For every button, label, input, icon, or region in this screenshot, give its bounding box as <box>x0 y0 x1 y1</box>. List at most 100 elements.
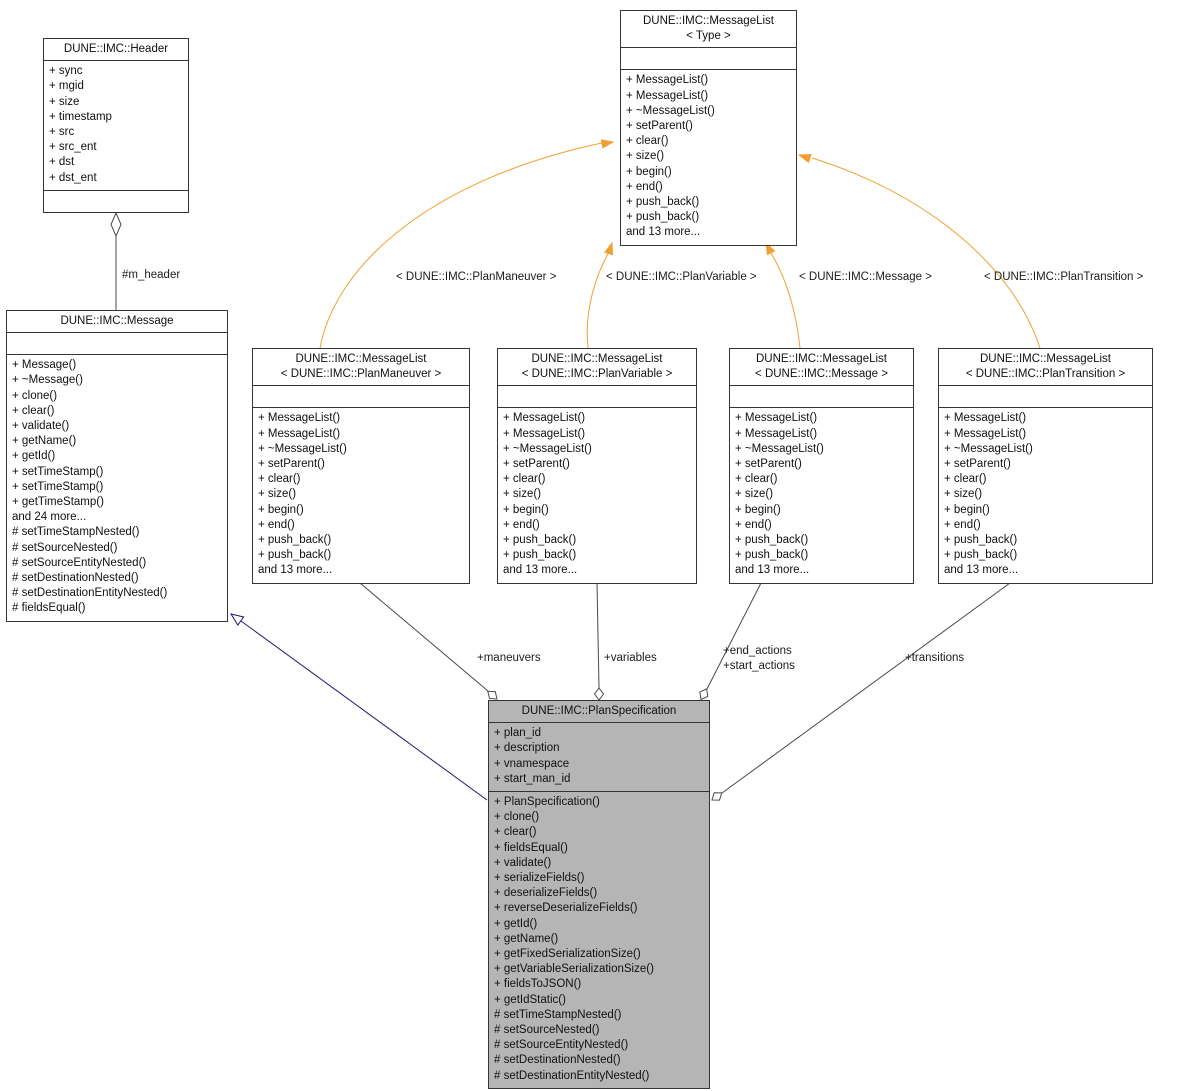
member: + clear() <box>12 404 55 417</box>
member: + MessageList() <box>626 74 709 87</box>
member: + timestamp <box>49 110 112 123</box>
member: + setParent() <box>258 458 325 471</box>
member: # setSourceEntityNested() <box>12 556 147 569</box>
class-title-line: DUNE::IMC::MessageList <box>531 353 663 365</box>
class-title-line: DUNE::IMC::PlanSpecification <box>521 705 677 717</box>
attributes-section <box>730 385 913 407</box>
label-end-actions: +end_actions <box>723 645 792 657</box>
member: + begin() <box>944 503 990 516</box>
member: + size() <box>626 150 665 163</box>
member: + clear() <box>503 473 546 486</box>
member: + MessageList() <box>944 412 1027 425</box>
member: # setSourceEntityNested() <box>494 1039 629 1052</box>
member: + getFixedSerializationSize() <box>494 948 641 961</box>
member: + serializeFields() <box>494 872 585 885</box>
edge-transitions <box>721 582 1011 794</box>
class-title-line: DUNE::IMC::MessageList <box>295 353 427 365</box>
member: # setDestinationNested() <box>494 1054 621 1067</box>
member: and 13 more... <box>503 564 578 577</box>
member: + Message() <box>12 359 77 372</box>
edge-inheritance-planspecification-message <box>240 620 488 801</box>
member: and 13 more... <box>944 564 1019 577</box>
class-box-messagelist-type[interactable]: DUNE::IMC::MessageList< Type >+ MessageL… <box>620 10 797 246</box>
member: + description <box>494 742 560 755</box>
template-arrow <box>765 241 776 256</box>
methods-section: + MessageList()+ MessageList()+ ~Message… <box>939 407 1152 582</box>
member: + MessageList() <box>503 412 586 425</box>
methods-section: + MessageList()+ MessageList()+ ~Message… <box>498 407 696 582</box>
member: + push_back() <box>503 549 577 562</box>
member: # fieldsEqual() <box>12 602 86 615</box>
member: + ~MessageList() <box>735 442 824 455</box>
member: + setParent() <box>944 458 1011 471</box>
class-box-header[interactable]: DUNE::IMC::Header+ sync+ mgid+ size+ tim… <box>43 38 189 213</box>
member: + end() <box>258 518 295 531</box>
member: + end() <box>944 518 981 531</box>
label-m-header: #m_header <box>122 269 181 281</box>
member: # setTimeStampNested() <box>12 526 140 539</box>
member: + getName() <box>12 435 77 448</box>
member: + MessageList() <box>735 427 818 440</box>
member: + src <box>49 126 75 139</box>
member: + ~Message() <box>12 374 83 387</box>
member: + dst <box>49 156 75 169</box>
edge-template-message <box>770 252 801 349</box>
member: + PlanSpecification() <box>494 796 600 809</box>
member: + setParent() <box>503 458 570 471</box>
class-box-message[interactable]: DUNE::IMC::Message+ Message()+ ~Message(… <box>6 310 228 622</box>
class-box-messagelist-plantransition[interactable]: DUNE::IMC::MessageList< DUNE::IMC::PlanT… <box>938 348 1153 584</box>
member: + size() <box>258 488 297 501</box>
member: + end() <box>503 518 540 531</box>
class-title-line: < DUNE::IMC::PlanVariable > <box>521 368 673 381</box>
class-box-planspecification[interactable]: DUNE::IMC::PlanSpecification+ plan_id+ d… <box>488 700 710 1089</box>
member: + end() <box>626 180 663 193</box>
label-start-actions: +start_actions <box>723 660 795 672</box>
template-arrow <box>797 153 812 164</box>
inheritance-arrow <box>229 613 245 627</box>
methods-section: + Message()+ ~Message()+ clone()+ clear(… <box>7 354 227 620</box>
class-box-messagelist-planvariable[interactable]: DUNE::IMC::MessageList< DUNE::IMC::PlanV… <box>497 348 697 584</box>
member: + push_back() <box>944 534 1018 547</box>
member: + clear() <box>258 473 301 486</box>
member: + size() <box>735 488 774 501</box>
member: + size <box>49 95 80 108</box>
class-title: DUNE::IMC::Header <box>44 39 188 60</box>
member: + begin() <box>626 165 672 178</box>
label-transitions: +transitions <box>905 652 965 664</box>
member: and 13 more... <box>258 564 333 577</box>
class-title-line: < DUNE::IMC::PlanManeuver > <box>280 368 442 381</box>
member: + MessageList() <box>258 427 341 440</box>
class-title-line: DUNE::IMC::Message <box>60 315 174 327</box>
methods-section: + MessageList()+ MessageList()+ ~Message… <box>621 69 796 244</box>
class-box-messagelist-planmaneuver[interactable]: DUNE::IMC::MessageList< DUNE::IMC::PlanM… <box>252 348 470 584</box>
member: + validate() <box>494 856 552 869</box>
class-title-line: DUNE::IMC::MessageList <box>755 353 887 365</box>
member: + begin() <box>735 503 781 516</box>
member: and 13 more... <box>626 226 701 239</box>
attributes-section <box>939 385 1152 407</box>
class-title-line: < DUNE::IMC::Message > <box>755 368 888 381</box>
edge-template-planvariable <box>586 251 610 349</box>
member: # setDestinationNested() <box>12 572 139 585</box>
edge-template-planmaneuver <box>319 142 603 349</box>
member: + clone() <box>494 811 540 824</box>
member: + fieldsToJSON() <box>494 978 582 991</box>
member: + size() <box>944 488 983 501</box>
template-arrow <box>600 139 615 149</box>
member: + plan_id <box>494 727 541 740</box>
label-variables: +variables <box>604 652 657 664</box>
class-box-messagelist-message[interactable]: DUNE::IMC::MessageList< DUNE::IMC::Messa… <box>729 348 914 584</box>
class-title: DUNE::IMC::MessageList< DUNE::IMC::PlanM… <box>253 349 469 385</box>
aggregation-diamond <box>711 792 723 801</box>
member: + start_man_id <box>494 772 571 785</box>
methods-section: + PlanSpecification()+ clone()+ clear()+… <box>489 791 709 1088</box>
attributes-section <box>7 332 227 354</box>
member: + MessageList() <box>626 89 709 102</box>
attributes-section: + plan_id+ description+ vnamespace+ star… <box>489 722 709 791</box>
member: + push_back() <box>626 196 700 209</box>
member: + clear() <box>735 473 778 486</box>
member: and 24 more... <box>12 511 87 524</box>
class-title-line: < Type > <box>686 30 731 43</box>
